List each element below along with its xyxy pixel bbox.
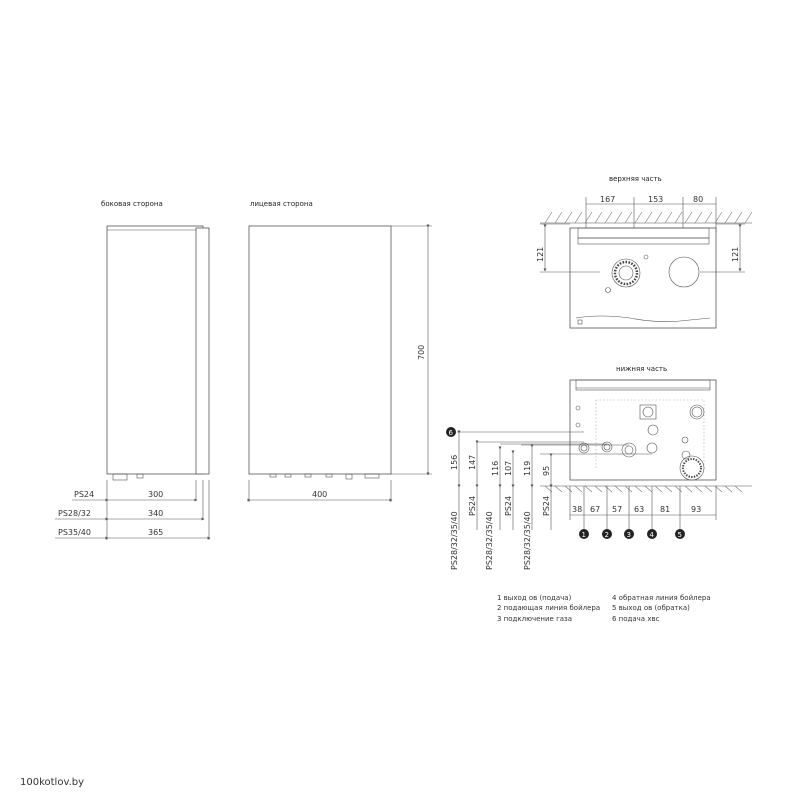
watermark: 100kotlov.by — [20, 777, 84, 788]
legend-item-1: 1 выход ов (подача) — [497, 594, 572, 602]
svg-text:5: 5 — [678, 531, 682, 539]
side-value-3: 365 — [148, 528, 163, 537]
marker-5: 5 — [675, 529, 685, 539]
svg-text:6: 6 — [449, 429, 454, 437]
front-width: 400 — [312, 490, 327, 499]
bottom-hdim-6: 93 — [691, 505, 701, 514]
bottom-hdim-4: 63 — [634, 505, 644, 514]
marker-6: 6 — [446, 427, 456, 437]
bottom-floor-hatch — [544, 485, 743, 493]
side-model-2: PS28/32 — [58, 509, 91, 518]
top-dim-153: 153 — [648, 195, 663, 204]
top-dim-80: 80 — [693, 195, 703, 204]
svg-text:3: 3 — [627, 531, 631, 539]
bottom-vdim-6: 95 — [542, 466, 551, 476]
top-dim-right-121: 121 — [731, 247, 740, 262]
front-height: 700 — [417, 345, 426, 360]
bottom-model-6: PS24 — [542, 496, 551, 516]
side-model-1: PS24 — [74, 490, 94, 499]
side-value-2: 340 — [148, 509, 163, 518]
marker-1: 1 — [579, 529, 589, 539]
legend: 1 выход ов (подача) 2 подающая линия бой… — [497, 594, 711, 623]
top-wall-hatch — [544, 211, 753, 224]
bottom-model-5: PS28/32/35/40 — [523, 511, 532, 570]
bottom-hdim-1: 38 — [572, 505, 582, 514]
side-model-3: PS35/40 — [58, 528, 91, 537]
bottom-model-3: PS28/32/35/40 — [485, 511, 494, 570]
legend-item-5: 5 выход ов (обратка) — [612, 604, 690, 612]
bottom-hdim-3: 57 — [612, 505, 622, 514]
top-dim-167: 167 — [600, 195, 615, 204]
side-value-1: 300 — [148, 490, 163, 499]
front-view-title: лицевая сторона — [250, 200, 313, 208]
bottom-view: нижняя часть — [446, 365, 752, 570]
side-view: боковая сторона PS24 PS28/32 PS35/40 300… — [55, 200, 211, 540]
bottom-vdim-1: 156 — [450, 455, 459, 470]
bottom-vdim-3: 116 — [491, 461, 500, 476]
svg-text:1: 1 — [582, 531, 586, 539]
top-view-title: верхняя часть — [609, 175, 662, 183]
legend-item-2: 2 подающая линия бойлера — [497, 604, 600, 612]
svg-text:2: 2 — [605, 531, 609, 539]
bottom-model-4: PS24 — [504, 496, 513, 516]
bottom-vdim-5: 119 — [523, 461, 532, 476]
marker-4: 4 — [647, 529, 657, 539]
bottom-hdim-5: 81 — [660, 505, 670, 514]
side-view-title: боковая сторона — [101, 200, 163, 208]
marker-3: 3 — [624, 529, 634, 539]
top-view: верхняя часть 167 153 80 — [536, 175, 753, 329]
bottom-hdim-2: 67 — [590, 505, 600, 514]
side-dimensions: PS24 PS28/32 PS35/40 300 340 365 — [55, 480, 211, 540]
legend-item-4: 4 обратная линия бойлера — [612, 594, 711, 602]
bottom-model-1: PS28/32/35/40 — [450, 511, 459, 570]
front-view: лицевая сторона 400 700 — [247, 200, 432, 502]
bottom-model-2: PS24 — [468, 496, 477, 516]
front-dimensions: 400 700 — [247, 224, 432, 502]
bottom-view-title: нижняя часть — [616, 365, 667, 373]
legend-item-3: 3 подключение газа — [497, 615, 572, 623]
bottom-vdim-4: 107 — [504, 461, 513, 476]
bottom-vdim-2: 147 — [468, 455, 477, 470]
legend-item-6: 6 подача хвс — [612, 615, 660, 623]
svg-text:4: 4 — [650, 531, 655, 539]
top-dim-left-121: 121 — [536, 247, 545, 262]
marker-2: 2 — [602, 529, 612, 539]
